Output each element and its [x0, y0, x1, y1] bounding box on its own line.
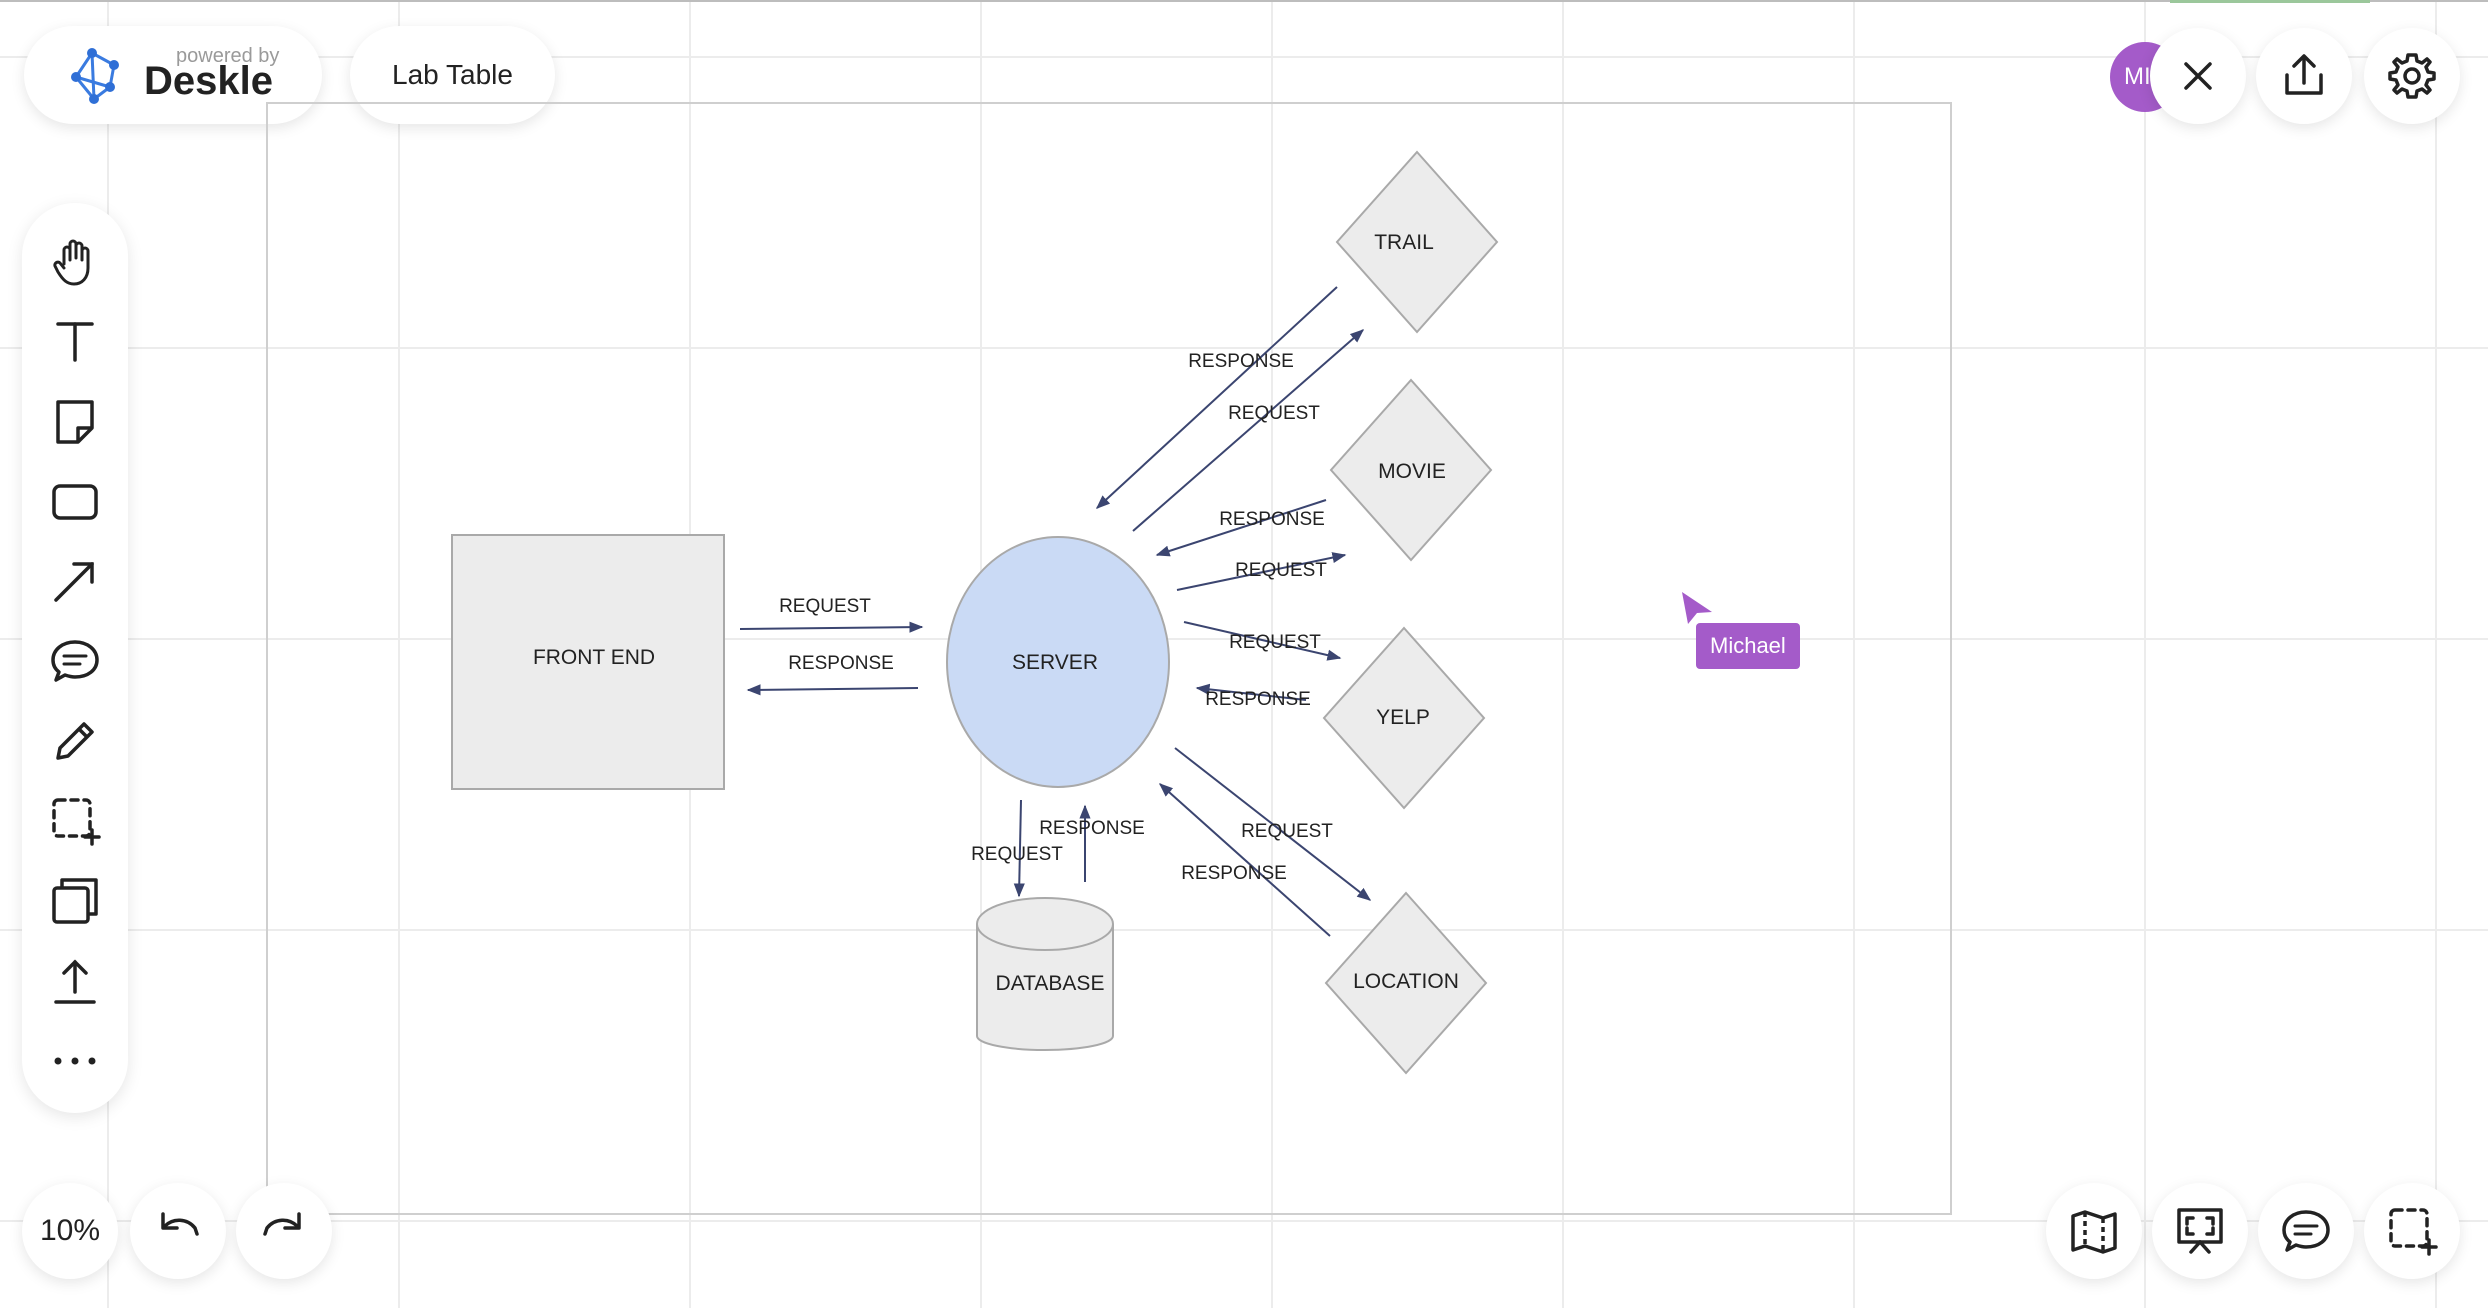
arrow-label-response-yelp: RESPONSE: [1205, 689, 1311, 710]
arrow-label-request-trail: REQUEST: [1228, 403, 1320, 424]
server-node[interactable]: [946, 536, 1170, 788]
arrow-server-to-location[interactable]: [1174, 747, 1372, 901]
map-button[interactable]: [2046, 1183, 2142, 1279]
hand-tool[interactable]: [43, 229, 107, 293]
rectangle-tool[interactable]: [43, 469, 107, 533]
arrow-server-to-movie[interactable]: [1176, 552, 1347, 591]
text-icon: [56, 322, 94, 362]
frame-select-tool[interactable]: [43, 789, 107, 853]
arrow-server-to-database[interactable]: [1013, 799, 1025, 898]
movie-node[interactable]: [1329, 378, 1493, 562]
logo-pill[interactable]: powered by Deskle: [24, 26, 322, 124]
front-end-label: FRONT END: [533, 646, 655, 669]
database-node[interactable]: [976, 897, 1114, 1051]
trail-label: TRAIL: [1374, 231, 1434, 254]
arrow-label-request-yelp: REQUEST: [1229, 632, 1321, 653]
text-tool[interactable]: [43, 309, 107, 373]
arrow-label-response-location: RESPONSE: [1181, 863, 1287, 884]
top-accent-bar: [2170, 0, 2370, 3]
arrow-label-request-frontend: REQUEST: [779, 596, 871, 617]
chat-button[interactable]: [2258, 1183, 2354, 1279]
more-tools-button[interactable]: [43, 1029, 107, 1093]
powered-by-label: powered by: [176, 45, 280, 67]
hand-icon: [53, 239, 90, 286]
sticky-note-tool[interactable]: [43, 389, 107, 453]
logo-text: powered by Deskle: [144, 43, 294, 107]
share-button[interactable]: [2256, 28, 2352, 124]
redo-icon: [263, 1212, 301, 1236]
upload-tool[interactable]: [43, 949, 107, 1013]
sticky-note-icon: [56, 400, 94, 444]
arrow-server-to-yelp[interactable]: [1183, 621, 1342, 661]
server-label: SERVER: [1012, 651, 1098, 674]
brand-name: Deskle: [144, 59, 273, 103]
left-toolbar: [22, 203, 128, 1113]
map-icon: [2071, 1210, 2117, 1254]
movie-label: MOVIE: [1378, 460, 1446, 483]
frame-add-icon: [2389, 1208, 2438, 1256]
front-end-node[interactable]: [451, 534, 725, 790]
frame-add-button[interactable]: [2364, 1183, 2460, 1279]
yelp-node[interactable]: [1322, 626, 1486, 810]
arrow-label-response-database: RESPONSE: [1039, 818, 1145, 839]
presentation-icon: [2177, 1208, 2223, 1254]
close-button[interactable]: [2150, 28, 2246, 124]
arrow-label-response-frontend: RESPONSE: [788, 653, 894, 674]
share-icon: [2285, 54, 2323, 95]
arrow-yelp-to-server[interactable]: [1195, 683, 1307, 701]
comment-icon: [51, 640, 99, 682]
arrow-trail-to-server[interactable]: [1095, 286, 1338, 509]
arrow-label-request-database: REQUEST: [971, 844, 1063, 865]
collaborator-name-tag: Michael: [1696, 623, 1800, 669]
arrow-label-response-trail: RESPONSE: [1188, 351, 1294, 372]
layers-tool[interactable]: [43, 869, 107, 933]
redo-button[interactable]: [236, 1183, 332, 1279]
pencil-icon: [56, 722, 94, 760]
layers-icon: [52, 878, 98, 924]
database-label: DATABASE: [996, 972, 1105, 995]
undo-icon: [161, 1212, 199, 1236]
settings-button[interactable]: [2364, 28, 2460, 124]
comment-tool[interactable]: [43, 629, 107, 693]
more-icon: [54, 1057, 96, 1065]
top-border: [0, 0, 2488, 2]
undo-button[interactable]: [130, 1183, 226, 1279]
yelp-label: YELP: [1376, 706, 1430, 729]
location-node[interactable]: [1324, 891, 1488, 1075]
arrow-label-request-location: REQUEST: [1241, 821, 1333, 842]
rectangle-icon: [52, 484, 98, 520]
arrow-frontend-to-server[interactable]: [739, 621, 924, 633]
chat-icon: [2282, 1210, 2330, 1252]
close-icon: [2184, 62, 2212, 90]
arrow-location-to-server[interactable]: [1158, 783, 1331, 937]
arrow-tool[interactable]: [43, 549, 107, 613]
gear-icon: [2388, 53, 2436, 99]
trail-node[interactable]: [1335, 150, 1499, 334]
arrow-server-to-trail[interactable]: [1132, 329, 1365, 532]
deskle-logo-icon: [71, 48, 119, 104]
board-frame[interactable]: [266, 102, 1952, 1215]
board-name-button[interactable]: Lab Table: [350, 26, 555, 124]
zoom-level-button[interactable]: 10%: [22, 1183, 118, 1279]
arrow-server-to-frontend[interactable]: [746, 684, 919, 696]
arrow-label-response-movie: RESPONSE: [1219, 509, 1325, 530]
frame-select-icon: [52, 798, 101, 846]
pencil-tool[interactable]: [43, 709, 107, 773]
arrow-icon: [54, 562, 94, 602]
arrow-label-request-movie: REQUEST: [1235, 560, 1327, 581]
collaborator-cursor-icon: [1682, 592, 1712, 624]
arrow-movie-to-server[interactable]: [1155, 499, 1327, 557]
location-label: LOCATION: [1353, 970, 1459, 993]
presentation-button[interactable]: [2152, 1183, 2248, 1279]
upload-icon: [54, 959, 96, 1004]
